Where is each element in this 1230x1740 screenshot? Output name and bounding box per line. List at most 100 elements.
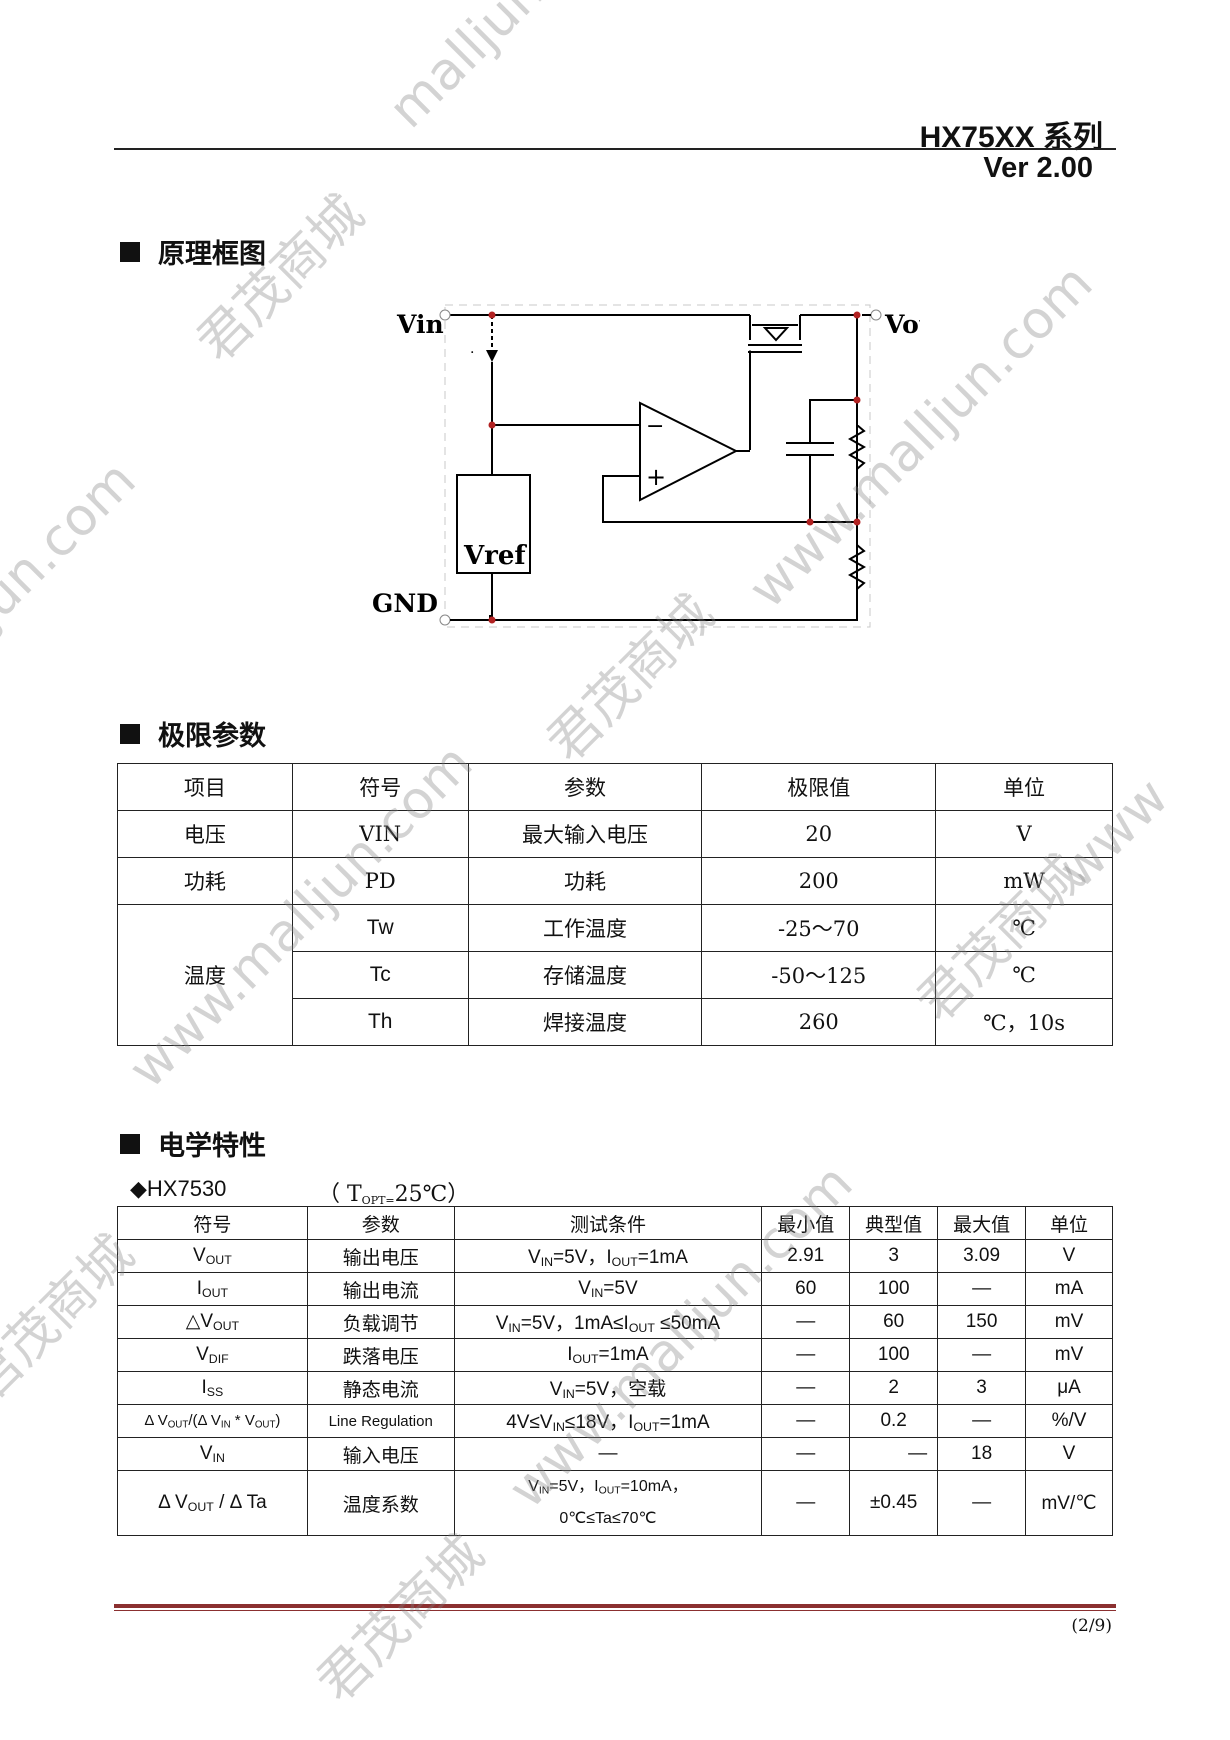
cell-param: 最大输入电压 (467, 810, 703, 858)
cell-max: — (937, 1404, 1027, 1438)
cell-max: — (937, 1470, 1027, 1536)
vout-terminal (870, 309, 882, 321)
test-condition: （ TOPT=25℃） (318, 1176, 469, 1208)
cell-min: — (761, 1371, 851, 1405)
cell-typ: 60 (849, 1305, 939, 1339)
cell-condition: 4V≤VIN≤18V，IOUT=1mA (453, 1404, 763, 1438)
square-bullet-icon (120, 1133, 140, 1154)
vout-label: Vout (884, 310, 920, 339)
table-header-row: 项目 符号 参数 极限值 单位 (117, 763, 1113, 811)
cell-unit: V (935, 810, 1113, 858)
table-row: 功耗 PD 功耗 200 mW (117, 857, 1113, 905)
table-row: Δ VOUT / Δ Ta 温度系数 VIN=5V，IOUT=10mA，0℃≤T… (117, 1470, 1113, 1536)
cell-unit: mW (935, 857, 1113, 905)
cell-typ: 0.2 (849, 1404, 939, 1438)
header-cell: 测试条件 (453, 1206, 763, 1240)
cell-unit: ℃，10s (935, 998, 1113, 1046)
cell-min: — (761, 1338, 851, 1372)
cell-param: 输出电压 (306, 1239, 455, 1273)
cell-symbol: VIN (291, 810, 469, 858)
cell-symbol: Tc (291, 951, 469, 999)
op-amp (639, 401, 739, 502)
cell-max: 18 (937, 1437, 1027, 1471)
section-title: 原理框图 (158, 239, 266, 270)
watermark: 君茂商城 (306, 1524, 496, 1714)
cell-param: 静态电流 (306, 1371, 455, 1405)
cell-typ: ±0.45 (849, 1470, 939, 1536)
table-row: 电压 VIN 最大输入电压 20 V (117, 810, 1113, 858)
header-cell: 符号 (291, 763, 469, 811)
cell-max: 3 (937, 1371, 1027, 1405)
cell-item: 功耗 (117, 857, 293, 905)
cell-limit: 200 (701, 857, 937, 905)
watermark: malljun (377, 0, 556, 140)
cell-typ: 2 (849, 1371, 939, 1405)
cell-param: 负载调节 (306, 1305, 455, 1339)
cell-param: 跌落电压 (306, 1338, 455, 1372)
section-heading-electrical: 电学特性 (120, 1124, 266, 1163)
table-row: ISS 静态电流 VIN=5V，空载 — 2 3 μA (117, 1371, 1113, 1405)
cell-param: 温度系数 (306, 1470, 455, 1536)
op-amp-plus: + (646, 463, 666, 491)
cell-min: — (761, 1470, 851, 1536)
cell-typ: 100 (849, 1272, 939, 1306)
cell-symbol: VDIF (117, 1338, 308, 1372)
resistor-bottom (847, 544, 867, 590)
cell-typ: 3 (849, 1239, 939, 1273)
cell-symbol: △VOUT (117, 1305, 308, 1339)
condition-text: 25℃） (394, 1182, 470, 1207)
vin-label: Vin (396, 310, 444, 339)
table-header-row: 符号 参数 测试条件 最小值 典型值 最大值 单位 (117, 1206, 1113, 1240)
cell-unit: ℃ (935, 904, 1113, 952)
cell-symbol: VIN (117, 1437, 308, 1471)
junction-nodes (488, 311, 861, 624)
watermark: 君茂商城 (186, 184, 376, 374)
cell-symbol: PD (291, 857, 469, 905)
cell-unit: %/V (1025, 1404, 1113, 1438)
cell-param: 工作温度 (467, 904, 703, 952)
document-version: Ver 2.00 (983, 152, 1093, 184)
model-label: ◆HX7530 (130, 1176, 227, 1201)
header-cell: 最小值 (761, 1206, 851, 1240)
resistor-top (847, 424, 867, 470)
cell-symbol: Δ VOUT / Δ Ta (117, 1470, 308, 1536)
vref-label: Vref (463, 541, 527, 571)
header-cell: 单位 (1025, 1206, 1113, 1240)
watermark: lljun.com (0, 450, 148, 660)
square-bullet-icon (120, 723, 140, 744)
cell-condition: VIN=5V，空载 (453, 1371, 763, 1405)
cell-min: — (761, 1404, 851, 1438)
header-cell: 最大值 (937, 1206, 1027, 1240)
cell-limit: 20 (701, 810, 937, 858)
gnd-terminal (439, 614, 451, 626)
cell-unit: mV (1025, 1305, 1113, 1339)
cell-condition: VIN=5V，IOUT=1mA (453, 1239, 763, 1273)
cell-symbol: Δ VOUT/(Δ VIN * VOUT) (117, 1404, 308, 1438)
capacitor (786, 399, 857, 522)
footer-rule-thin (114, 1610, 1116, 1611)
block-diagram: · Vref − + Vin Vout GND (372, 304, 920, 628)
cell-max: 3.09 (937, 1239, 1027, 1273)
cell-unit: mA (1025, 1272, 1113, 1306)
diagram-border (444, 304, 871, 628)
cell-param: 存储温度 (467, 951, 703, 999)
cell-unit: V (1025, 1239, 1113, 1273)
pmos-transistor (748, 315, 802, 450)
cell-typ: — (849, 1437, 939, 1471)
electrical-table: 符号 参数 测试条件 最小值 典型值 最大值 单位 VOUT 输出电压 VIN=… (117, 1206, 1113, 1536)
op-amp-minus: − (646, 414, 664, 439)
section-title: 极限参数 (158, 721, 266, 752)
table-row: VDIF 跌落电压 IOUT=1mA — 100 — mV (117, 1338, 1113, 1372)
cell-limit: -50～125 (701, 951, 937, 999)
table-row: Δ VOUT/(Δ VIN * VOUT) Line Regulation 4V… (117, 1404, 1113, 1438)
cell-symbol: IOUT (117, 1272, 308, 1306)
cell-unit: ℃ (935, 951, 1113, 999)
cell-min: — (761, 1437, 851, 1471)
cell-param: 功耗 (467, 857, 703, 905)
header-cell: 参数 (306, 1206, 455, 1240)
table-row: VOUT 输出电压 VIN=5V，IOUT=1mA 2.91 3 3.09 V (117, 1239, 1113, 1273)
vref-block (456, 474, 531, 574)
table-row: △VOUT 负载调节 VIN=5V，1mA≤IOUT ≤50mA — 60 15… (117, 1305, 1113, 1339)
cell-unit: mV (1025, 1338, 1113, 1372)
header-cell: 符号 (117, 1206, 308, 1240)
